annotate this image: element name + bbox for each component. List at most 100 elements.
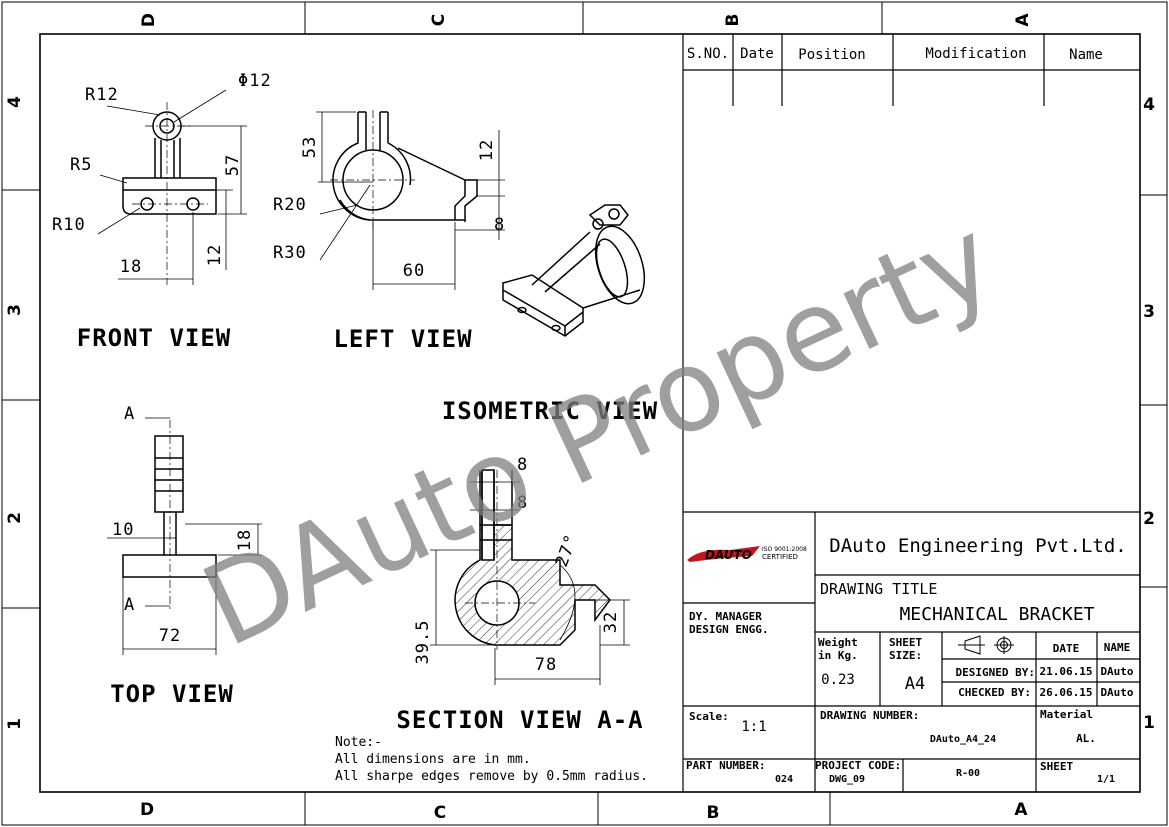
dim-r30: R30 [273, 243, 307, 263]
note-title: Note:- [335, 735, 382, 750]
zone-right-3: 3 [1143, 302, 1155, 322]
top-view [107, 417, 262, 655]
weight-label-1: Weight [818, 636, 858, 649]
dim-12-front: 12 [205, 244, 225, 266]
dim-r20: R20 [273, 195, 307, 215]
left-view-labels: 53 12 R20 R30 8 60 LEFT VIEW [273, 136, 505, 353]
designed-date: 21.06.15 [1040, 665, 1093, 678]
zone-left-2: 2 [5, 512, 25, 524]
drawing-title-label: DRAWING TITLE [820, 580, 937, 598]
zone-bottom-c: C [434, 803, 446, 823]
zone-bottom-b: B [707, 803, 720, 823]
zone-bottom-d: D [140, 800, 154, 820]
dy-manager-label: DY. MANAGER [689, 610, 762, 623]
iso-line-2: CERTIFIED [762, 553, 798, 561]
left-view [316, 110, 505, 290]
zone-left-1: 1 [5, 718, 25, 730]
front-view [97, 89, 247, 285]
dim-angle: 27° [552, 531, 582, 570]
revision-table-headers: S.NO. Date Position Modification Name [687, 46, 1103, 63]
zone-top-a: A [1013, 13, 1033, 27]
dim-57: 57 [223, 154, 243, 176]
sheet-size-label-1: SHEET [889, 636, 922, 649]
sheet-size-label-2: SIZE: [889, 649, 922, 662]
top-view-label: TOP VIEW [110, 680, 234, 708]
dim-r5: R5 [70, 155, 92, 175]
project-code-label: PROJECT CODE: [815, 759, 901, 772]
name-label: NAME [1104, 641, 1131, 654]
dim-18-front: 18 [120, 257, 142, 277]
dim-10: 10 [112, 520, 134, 540]
dim-39-5: 39.5 [413, 620, 433, 665]
rev-header-modification: Modification [925, 46, 1026, 62]
dim-12-left: 12 [477, 139, 497, 161]
dim-32: 32 [601, 611, 621, 633]
designed-by-label: DESIGNED BY: [956, 666, 1035, 679]
company-name: DAuto Engineering Pvt.Ltd. [829, 535, 1126, 557]
material-value: AL. [1076, 732, 1096, 745]
sheet-value: 1/1 [1097, 774, 1115, 785]
checked-name: DAuto [1100, 686, 1133, 699]
dim-72: 72 [159, 626, 181, 646]
designed-name: DAuto [1100, 665, 1133, 678]
zone-top-d: D [139, 13, 159, 27]
isometric-view [502, 204, 646, 337]
zone-right-1: 1 [1143, 713, 1155, 733]
zone-bottom-a: A [1014, 800, 1028, 820]
title-block-grid [683, 511, 1140, 792]
note-line-1: All dimensions are in mm. [335, 752, 531, 767]
dim-8b: 8 [517, 493, 528, 513]
dim-r10: R10 [52, 215, 86, 235]
title-block-text: DAuto Engineering Pvt.Ltd. DRAWING TITLE… [686, 535, 1134, 785]
rev-header-position: Position [798, 47, 865, 63]
scale-label: Scale: [689, 710, 729, 723]
notes: Note:- All dimensions are in mm. All sha… [335, 735, 648, 784]
section-view-label: SECTION VIEW A-A [396, 706, 643, 734]
zone-right-2: 2 [1143, 509, 1155, 529]
revision: R-00 [956, 768, 980, 779]
dim-18-top: 18 [235, 529, 255, 551]
material-label: Material [1040, 708, 1093, 721]
zone-left-3: 3 [5, 304, 25, 316]
rev-header-date: Date [740, 46, 774, 62]
section-mark-a-top: A [124, 404, 135, 424]
company-logo: DAUTO ISO 9001:2008 CERTIFIED [687, 546, 807, 562]
part-number: 024 [775, 774, 793, 785]
drawing-number-label: DRAWING NUMBER: [820, 709, 919, 722]
sheet-size-value: A4 [905, 674, 925, 694]
projection-symbol-icon [958, 635, 1014, 655]
front-view-labels: R12 Φ12 R5 R10 57 18 12 FRONT VIEW [52, 71, 272, 352]
dim-8a: 8 [517, 455, 528, 475]
zone-labels: D C B A D C B A 4 3 2 1 4 3 2 1 [5, 13, 1155, 823]
zone-top-c: C [429, 14, 449, 26]
left-view-label: LEFT VIEW [333, 325, 472, 353]
weight-label-2: in Kg. [818, 649, 858, 662]
dim-r12: R12 [85, 85, 119, 105]
rev-header-name: Name [1069, 47, 1103, 63]
iso-line-1: ISO 9001:2008 [762, 546, 807, 553]
dim-60: 60 [403, 261, 425, 281]
checked-date: 26.06.15 [1040, 686, 1093, 699]
project-code: DWG_09 [829, 774, 865, 785]
checked-by-label: CHECKED BY: [958, 686, 1031, 699]
dim-dia12: Φ12 [238, 71, 272, 91]
drawing-title: MECHANICAL BRACKET [899, 604, 1094, 625]
section-view [430, 469, 630, 685]
scale-value: 1:1 [741, 719, 766, 735]
design-engg-label: DESIGN ENGG. [689, 623, 768, 636]
dim-8-left: 8 [494, 215, 505, 235]
top-view-labels: A A 10 18 72 TOP VIEW [110, 404, 255, 708]
zone-right-4: 4 [1143, 95, 1155, 115]
dim-78: 78 [535, 655, 557, 675]
drawing-number: DAuto_A4_24 [930, 734, 996, 745]
sheet-label: SHEET [1040, 760, 1073, 773]
part-number-label: PART NUMBER: [686, 759, 765, 772]
isometric-view-label: ISOMETRIC VIEW [442, 397, 658, 425]
section-view-labels: 8 8 27° 39.5 32 78 SECTION VIEW A-A [396, 455, 643, 734]
note-line-2: All sharpe edges remove by 0.5mm radius. [335, 769, 648, 784]
zone-top-b: B [723, 14, 743, 27]
date-label: DATE [1053, 642, 1080, 655]
revision-table [682, 34, 1140, 792]
